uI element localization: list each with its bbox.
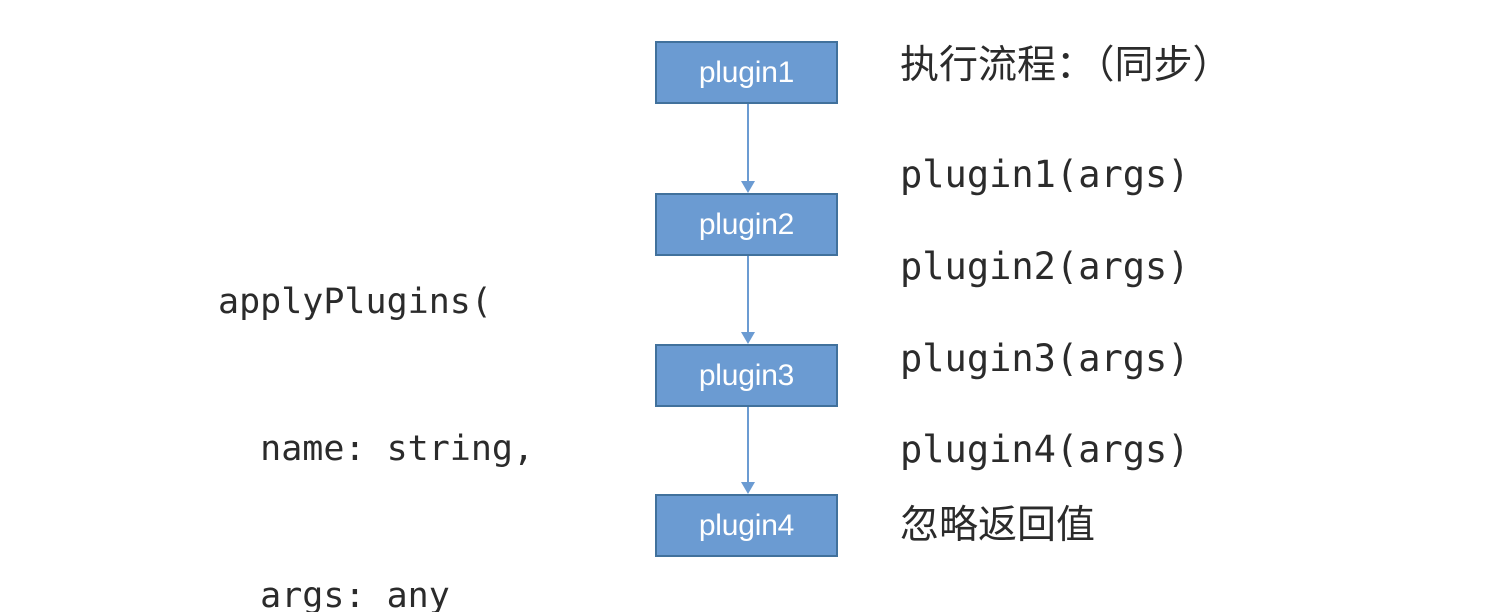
arrow-head xyxy=(741,181,755,193)
annotation-plugin3-call: plugin3(args) xyxy=(900,337,1190,380)
arrow-shaft xyxy=(747,104,749,181)
arrow-down-icon xyxy=(741,104,755,193)
flow-node-label: plugin1 xyxy=(698,55,795,89)
arrow-head xyxy=(741,332,755,344)
arrow-down-icon xyxy=(741,256,755,344)
arrow-down-icon xyxy=(741,407,755,494)
flow-node-label: plugin4 xyxy=(698,508,795,542)
arrow-head xyxy=(741,482,755,494)
flow-node-plugin1: plugin1 xyxy=(655,41,838,104)
annotation-execution-flow-heading: 执行流程：（同步） xyxy=(900,43,1232,88)
arrow-shaft xyxy=(747,407,749,482)
flow-node-plugin2: plugin2 xyxy=(655,193,838,256)
function-signature-block: applyPlugins( name: string, args: any ) xyxy=(218,180,534,612)
flow-node-plugin4: plugin4 xyxy=(655,494,838,557)
signature-line-1: name: string, xyxy=(218,429,535,469)
signature-line-0: applyPlugins( xyxy=(218,282,492,322)
arrow-shaft xyxy=(747,256,749,332)
signature-line-2: args: any xyxy=(218,576,450,612)
annotation-plugin4-call: plugin4(args) xyxy=(900,428,1190,471)
annotation-ignore-return-value: 忽略返回值 xyxy=(900,503,1096,548)
flow-node-label: plugin3 xyxy=(698,358,795,392)
annotation-plugin1-call: plugin1(args) xyxy=(900,153,1190,196)
flow-node-plugin3: plugin3 xyxy=(655,344,838,407)
flow-node-label: plugin2 xyxy=(698,207,795,241)
annotation-plugin2-call: plugin2(args) xyxy=(900,245,1190,288)
